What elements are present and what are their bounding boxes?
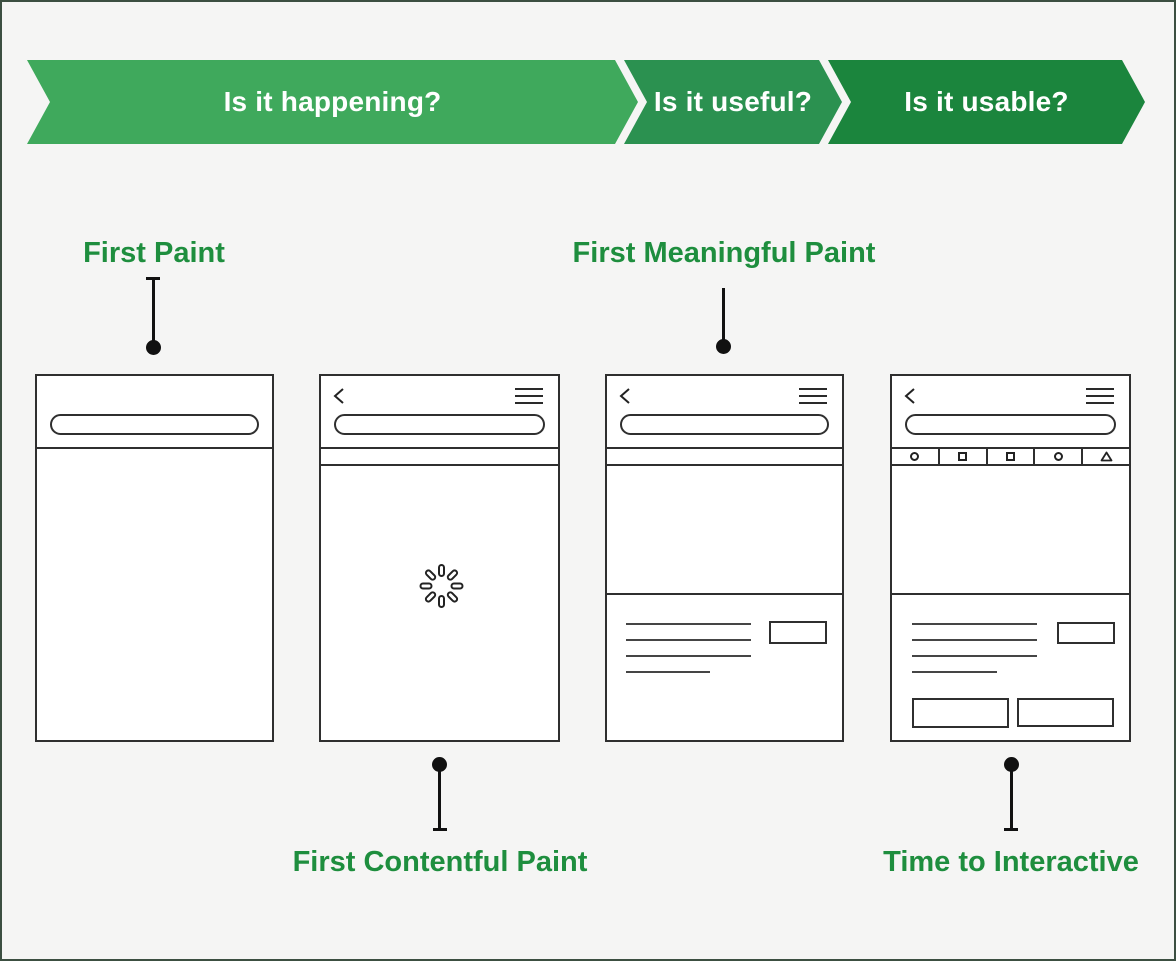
- phone-mockup-first-meaningful-paint: [605, 374, 844, 742]
- square-icon: [1005, 452, 1015, 461]
- back-arrow-icon: [333, 388, 344, 404]
- header-divider: [607, 447, 842, 449]
- connector-line: [722, 288, 725, 342]
- circle-icon: [1053, 452, 1063, 461]
- button-placeholder: [1057, 622, 1115, 644]
- loading-spinner-icon: [419, 564, 463, 608]
- tab-cell: [988, 449, 1036, 464]
- triangle-icon: [1100, 451, 1112, 462]
- back-arrow-icon: [904, 388, 915, 404]
- button-placeholder: [769, 621, 827, 644]
- text-line: [912, 655, 1037, 657]
- text-line: [626, 639, 751, 641]
- header-divider: [321, 447, 558, 449]
- text-line: [912, 671, 997, 673]
- connector-line: [152, 279, 155, 342]
- tab-cell: [892, 449, 940, 464]
- tab-cell: [1083, 449, 1129, 464]
- connector-dot: [1004, 757, 1019, 772]
- url-bar-placeholder: [334, 414, 545, 435]
- url-bar-placeholder: [905, 414, 1116, 435]
- phone-mockup-first-contentful-paint: [319, 374, 560, 742]
- banner-step-is-it-useful: Is it useful?: [624, 60, 842, 144]
- text-line: [626, 655, 751, 657]
- tab-icon-strip: [892, 447, 1129, 466]
- back-arrow-icon: [619, 388, 630, 404]
- connector-dot: [146, 340, 161, 355]
- banner-step-label: Is it useful?: [653, 86, 813, 117]
- banner-step-is-it-happening: Is it happening?: [27, 60, 638, 144]
- tab-cell: [940, 449, 988, 464]
- banner-step-is-it-usable: Is it usable?: [828, 60, 1145, 144]
- hamburger-menu-icon: [799, 388, 827, 409]
- bottom-button-placeholder: [912, 698, 1009, 728]
- circle-icon: [910, 452, 920, 461]
- label-first-paint: First Paint: [83, 237, 225, 269]
- hero-divider: [607, 593, 842, 595]
- banner-step-label: Is it usable?: [904, 86, 1069, 117]
- hamburger-menu-icon: [1086, 388, 1114, 409]
- tab-cell: [1035, 449, 1084, 464]
- text-line: [912, 623, 1037, 625]
- connector-cap: [1004, 828, 1018, 831]
- hero-divider: [892, 593, 1129, 595]
- bottom-button-placeholder: [1017, 698, 1114, 727]
- connector-line: [1010, 768, 1013, 830]
- connector-line: [438, 768, 441, 830]
- text-line: [912, 639, 1037, 641]
- label-first-meaningful-paint: First Meaningful Paint: [572, 237, 876, 269]
- banner-step-label: Is it happening?: [223, 86, 442, 117]
- text-line: [626, 623, 751, 625]
- url-bar-placeholder: [620, 414, 829, 435]
- label-first-contentful-paint: First Contentful Paint: [292, 846, 588, 878]
- connector-cap: [433, 828, 447, 831]
- connector-dot: [716, 339, 731, 354]
- toolbar-divider: [321, 464, 558, 466]
- square-icon: [958, 452, 968, 461]
- url-bar-placeholder: [50, 414, 259, 435]
- connector-dot: [432, 757, 447, 772]
- text-line: [626, 671, 710, 673]
- toolbar-divider: [607, 464, 842, 466]
- label-time-to-interactive: Time to Interactive: [883, 846, 1139, 878]
- connector-cap: [146, 277, 160, 280]
- header-divider: [37, 447, 272, 449]
- phone-mockup-first-paint: [35, 374, 274, 742]
- hamburger-menu-icon: [515, 388, 543, 409]
- phone-mockup-time-to-interactive: [890, 374, 1131, 742]
